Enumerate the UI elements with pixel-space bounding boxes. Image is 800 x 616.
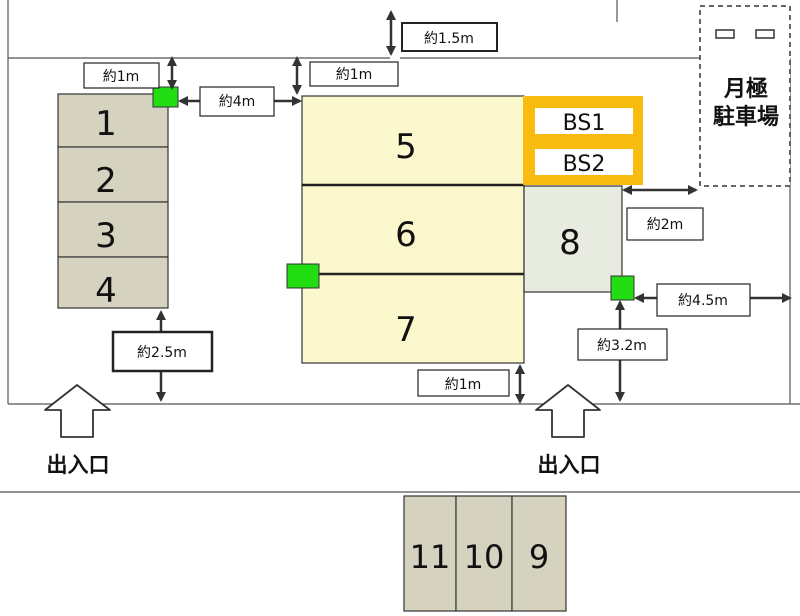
lot-1-label: 1 <box>95 104 117 144</box>
lot-9-label: 9 <box>529 538 549 576</box>
entrance-arrow-right <box>535 384 601 438</box>
lot-11 <box>403 495 457 612</box>
lot-group-9-11 <box>403 495 567 612</box>
monthly-parking-label-2: 駐車場 <box>713 104 779 130</box>
dimension-labels: 約1.5m 約1m 約1m 約4m 約2m 約4.5m 約3.2m 約2.5m … <box>83 22 751 397</box>
green-marker-1 <box>152 86 179 108</box>
dim-label-4m: 約4m <box>219 94 256 110</box>
lot-8-label: 8 <box>559 223 581 263</box>
dim-label-4-5m: 約4.5m <box>678 293 728 309</box>
lot-5-label: 5 <box>395 127 417 167</box>
lot-5 <box>301 95 525 186</box>
lot-10-label: 10 <box>464 538 505 576</box>
bs1-label: BS1 <box>563 111 606 136</box>
lot-group-1-4 <box>57 93 169 309</box>
lot-2 <box>57 146 169 203</box>
lot-group-5-7 <box>301 95 525 364</box>
entrance-label-left: 出入口 <box>47 453 110 477</box>
entrance-label-right: 出入口 <box>538 453 601 477</box>
monthly-parking-area: 月極 駐車場 <box>699 5 791 187</box>
dim-label-1m-bottom: 約1m <box>445 377 482 393</box>
lot-3-label: 3 <box>95 216 117 256</box>
lot-7-label: 7 <box>395 310 417 350</box>
lot-4-label: 4 <box>95 271 117 311</box>
dim-label-1-5m: 約1.5m <box>424 31 474 47</box>
lot-9 <box>511 495 567 612</box>
entrance-arrow-left <box>44 384 111 438</box>
monthly-parking-label-1: 月極 <box>723 76 768 102</box>
dim-label-2-5m: 約2.5m <box>137 345 187 361</box>
lot-3 <box>57 201 169 258</box>
lot-6-label: 6 <box>395 215 417 255</box>
lot-4 <box>57 256 169 309</box>
lot-2-label: 2 <box>95 161 117 201</box>
lot-7 <box>301 273 525 364</box>
lot-1 <box>57 93 169 148</box>
lot-8 <box>523 185 623 293</box>
green-marker-2 <box>286 263 320 289</box>
lot-11-label: 11 <box>410 538 451 576</box>
bs2-slot <box>535 149 633 175</box>
dim-label-1m-center: 約1m <box>336 67 373 83</box>
dim-label-1m-left: 約1m <box>103 69 140 85</box>
bus-stop-area: BS1 BS2 <box>523 96 643 185</box>
green-marker-3 <box>610 275 635 301</box>
dim-label-3-2m: 約3.2m <box>597 338 647 354</box>
bs2-label: BS2 <box>563 152 606 177</box>
bs1-slot <box>535 108 633 134</box>
dim-label-2m: 約2m <box>647 217 684 233</box>
